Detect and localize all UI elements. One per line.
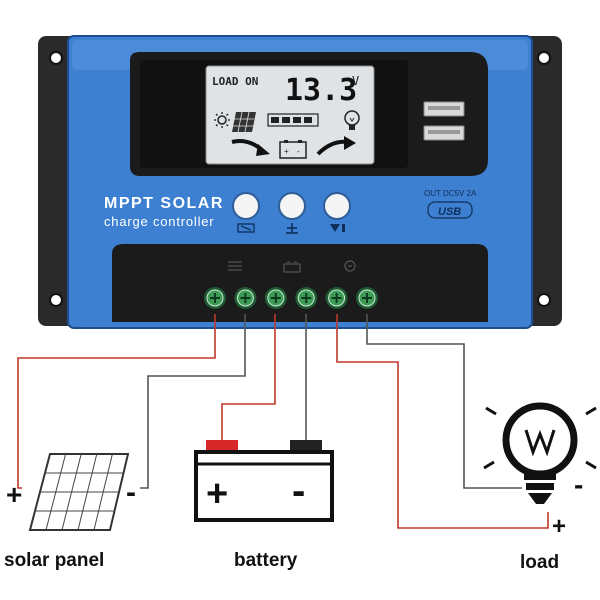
charge-controller: LOAD ON 13.3 V xyxy=(38,35,562,329)
up-button[interactable] xyxy=(278,192,306,220)
svg-text:-: - xyxy=(297,147,300,156)
lcd-screen: LOAD ON 13.3 V xyxy=(205,65,375,165)
solar-positive-sign: + xyxy=(6,479,22,510)
brand-subtitle: charge controller xyxy=(104,214,214,229)
usb-rating-text: OUT DC5V 2A xyxy=(424,189,477,198)
terminal-block xyxy=(112,244,488,322)
terminal-screw-6[interactable] xyxy=(356,287,378,309)
lcd-status-text: LOAD ON xyxy=(212,75,258,88)
usb-logo: USB xyxy=(427,201,473,219)
mount-hole-top-left xyxy=(49,51,63,65)
usb-port-block xyxy=(408,82,474,158)
battery-icon: + - xyxy=(279,140,307,159)
load-negative-sign: - xyxy=(574,469,583,500)
terminal-screw-3[interactable] xyxy=(264,287,287,309)
wire-load-positive xyxy=(336,314,549,529)
mount-hole-top-right xyxy=(537,51,551,65)
wire-battery-positive xyxy=(221,314,276,440)
battery-label: battery xyxy=(234,550,298,571)
down-button[interactable] xyxy=(323,192,351,220)
terminal-screw-4[interactable] xyxy=(295,287,318,309)
battery: + - battery xyxy=(194,440,334,571)
wire-load-negative xyxy=(366,314,522,489)
terminal-screw-2[interactable] xyxy=(234,287,257,309)
terminal-screw-1[interactable] xyxy=(204,287,226,309)
menu-button[interactable] xyxy=(232,192,260,220)
wires xyxy=(17,314,549,529)
wire-solar-negative xyxy=(140,314,246,489)
bulb-icon xyxy=(344,110,360,130)
sun-icon xyxy=(214,112,230,128)
brand-title: MPPT SOLAR xyxy=(104,195,224,212)
light-bulb-icon xyxy=(483,402,597,504)
svg-text:USB: USB xyxy=(438,206,461,218)
mount-hole-bottom-right xyxy=(537,293,551,307)
lcd-voltage-unit: V xyxy=(352,74,359,88)
solar-panel-label: solar panel xyxy=(4,550,104,571)
wire-solar-positive xyxy=(17,314,216,489)
terminal-load-symbol xyxy=(344,260,356,272)
mount-hole-bottom-left xyxy=(49,293,63,307)
battery-negative-sign: - xyxy=(292,469,305,513)
terminal-group-symbols xyxy=(228,260,356,273)
solar-panel-icon xyxy=(232,111,256,133)
solar-panel: + - solar panel xyxy=(4,453,136,571)
solar-panel-icon-large xyxy=(28,453,130,531)
plus-icon xyxy=(286,223,298,234)
solar-negative-sign: - xyxy=(126,476,136,509)
load: - + load xyxy=(483,402,597,573)
terminal-solar-symbol xyxy=(228,261,242,271)
battery-positive-terminal xyxy=(206,440,238,452)
down-icon xyxy=(330,224,345,232)
battery-negative-terminal xyxy=(290,440,322,452)
battery-positive-sign: + xyxy=(206,473,228,515)
terminal-battery-symbol xyxy=(283,261,301,273)
load-label: load xyxy=(520,552,559,573)
lcd-voltage-value: 13.3 xyxy=(285,73,357,108)
terminal-screw-5[interactable] xyxy=(325,287,348,309)
terminal-screws xyxy=(204,287,378,309)
menu-icon xyxy=(237,223,255,233)
svg-text:+: + xyxy=(284,147,289,156)
battery-level-icon xyxy=(267,113,319,127)
control-buttons xyxy=(232,192,351,234)
load-positive-sign: + xyxy=(552,513,566,540)
